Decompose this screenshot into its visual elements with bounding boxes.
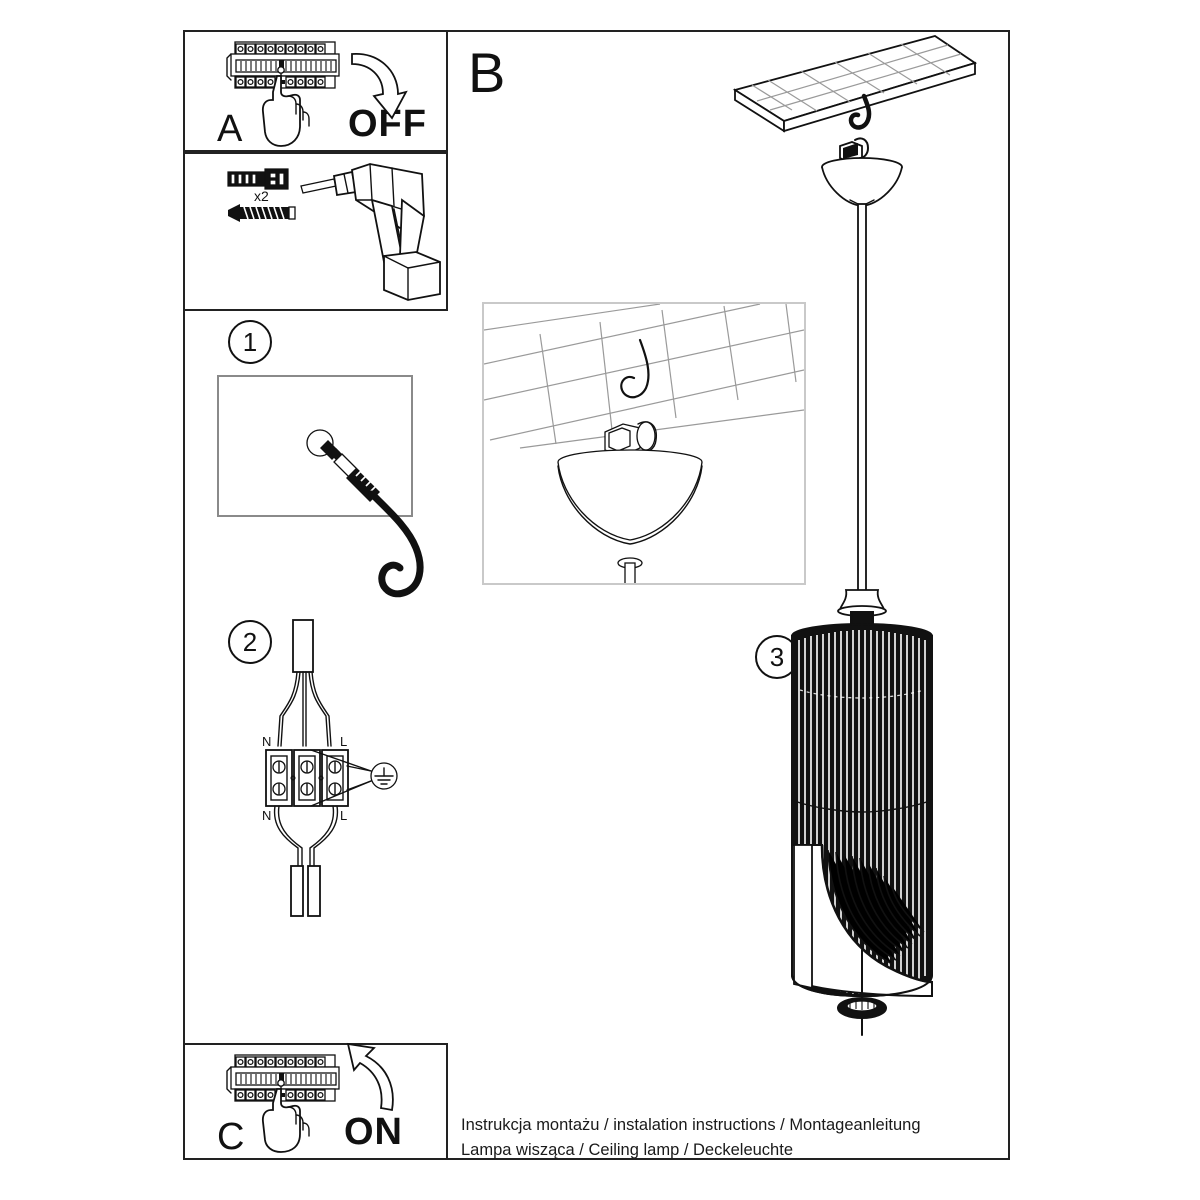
- step-3-number: 3: [769, 642, 785, 672]
- panel-c-letter: C: [217, 1116, 245, 1158]
- section-b-letter: B: [468, 41, 507, 104]
- power-drill-icon: [300, 163, 441, 301]
- pointing-hand-icon-c: [261, 1088, 310, 1153]
- ceiling-hook-icon: [306, 429, 424, 598]
- wiring-label-n-top: N: [262, 734, 271, 749]
- earth-ground-icon: [370, 762, 398, 790]
- footer-line-1: Instrukcja montażu / instalation instruc…: [461, 1116, 921, 1134]
- ceiling-mount-illustration: [732, 35, 978, 595]
- step-1-number: 1: [242, 327, 258, 357]
- footer-line-2: Lampa wisząca / Ceiling lamp / Deckeleuc…: [461, 1141, 793, 1159]
- step-1-badge: 1: [228, 320, 272, 364]
- sheet-border: [183, 30, 1010, 1160]
- fuse-box-icon-c: [226, 1054, 340, 1102]
- footer-text-block: Instrukcja montażu / instalation instruc…: [461, 1113, 981, 1163]
- panel-a-letter: A: [217, 108, 243, 150]
- fuse-box-icon-a: [226, 41, 340, 89]
- screw-icon: [228, 204, 296, 222]
- wiring-label-l-top: L: [340, 734, 347, 749]
- wall-plug-quantity-label: x2: [254, 188, 269, 204]
- ceiling-hook-closeup-inset: [484, 304, 804, 583]
- arrow-up-curved-icon-c: [346, 1042, 394, 1112]
- arrow-down-curved-icon-a: [351, 53, 408, 120]
- pendant-lamp-icon: [791, 589, 933, 1036]
- wiring-label-n-bottom: N: [262, 808, 271, 823]
- terminal-block-icon: N L N L: [262, 619, 398, 917]
- wall-plug-icon: [227, 168, 289, 190]
- step-2-number: 2: [242, 627, 258, 657]
- pointing-hand-icon-a: [261, 75, 310, 147]
- step-2-badge: 2: [228, 620, 272, 664]
- wiring-label-l-bottom: L: [340, 808, 347, 823]
- panel-c-action-label: ON: [344, 1111, 403, 1153]
